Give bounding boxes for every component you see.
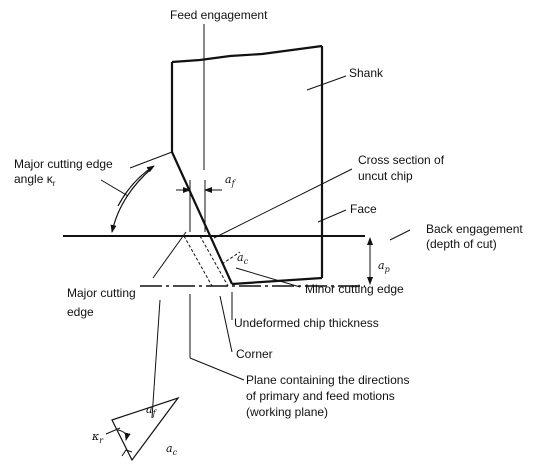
- feed-engagement-dimension: [176, 24, 222, 232]
- major-angle-arc: [110, 151, 173, 233]
- triangle-ac-symbol: ac: [166, 442, 178, 457]
- af-symbol: af: [225, 173, 237, 188]
- ac-symbol: ac: [237, 251, 249, 266]
- cross-section-label: Cross section of uncut chip: [358, 153, 447, 183]
- undeformed-chip-thickness-label: Undeformed chip thickness: [234, 316, 379, 330]
- ap-symbol: ap: [378, 259, 390, 274]
- feed-engagement-label: Feed engagement: [170, 8, 268, 22]
- tool-body: [170, 44, 324, 286]
- working-plane-label: Plane containing the directions of prima…: [246, 373, 413, 419]
- back-engagement-label: Back engagement (depth of cut): [426, 222, 526, 251]
- major-cutting-edge-label: Major cutting edge: [67, 286, 139, 319]
- major-angle-label: Major cutting edge angle κr: [14, 157, 116, 188]
- triangle-kappa-symbol: κr: [91, 430, 104, 445]
- uncut-chip-section: [183, 235, 241, 287]
- shank-label: Shank: [349, 66, 384, 80]
- corner-label: Corner: [236, 347, 273, 361]
- face-label: Face: [350, 202, 377, 216]
- leader-lines: [100, 75, 411, 419]
- triangle-af-symbol: af: [146, 403, 158, 418]
- minor-cutting-edge-label: Minor cutting edge: [305, 282, 404, 296]
- chip-triangle-detail: [105, 396, 180, 462]
